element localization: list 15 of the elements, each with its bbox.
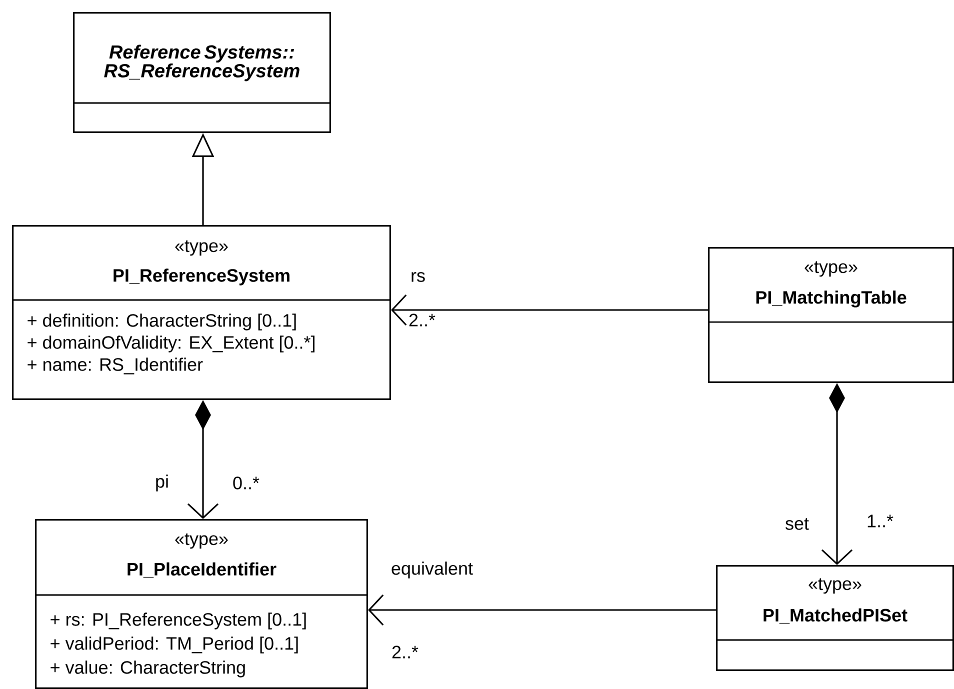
role-label: equivalent	[392, 562, 473, 578]
class-box: «type» PI_PlaceIdentifier + rs: PI_ReferenceSystem [0..1] + validPeriod: TM_Period [0..1] + value: CharacterString	[35, 519, 368, 689]
class-box: «type» PI_ReferenceSystem + definition: CharacterString [0..1] + domainOfValidity: EX_Extent [0..*] + name: RS_Identifier	[12, 225, 391, 400]
role-label: pi	[156, 474, 168, 492]
class-box: «type» PI_MatchedPISet	[716, 565, 954, 671]
multiplicity-label: 0..*	[233, 476, 260, 490]
multiplicity-label: 2..*	[409, 314, 436, 326]
class-box: Reference Systems:: RS_ReferenceSystem	[73, 12, 331, 133]
multiplicity-label: 1..*	[868, 514, 894, 528]
multiplicity-label: 2..*	[392, 646, 418, 658]
class-box: «type» PI_MatchingTable	[708, 247, 954, 383]
association-line	[368, 594, 716, 626]
role-label: set	[786, 518, 809, 530]
role-label: rs	[412, 272, 425, 282]
association-line	[391, 294, 708, 326]
